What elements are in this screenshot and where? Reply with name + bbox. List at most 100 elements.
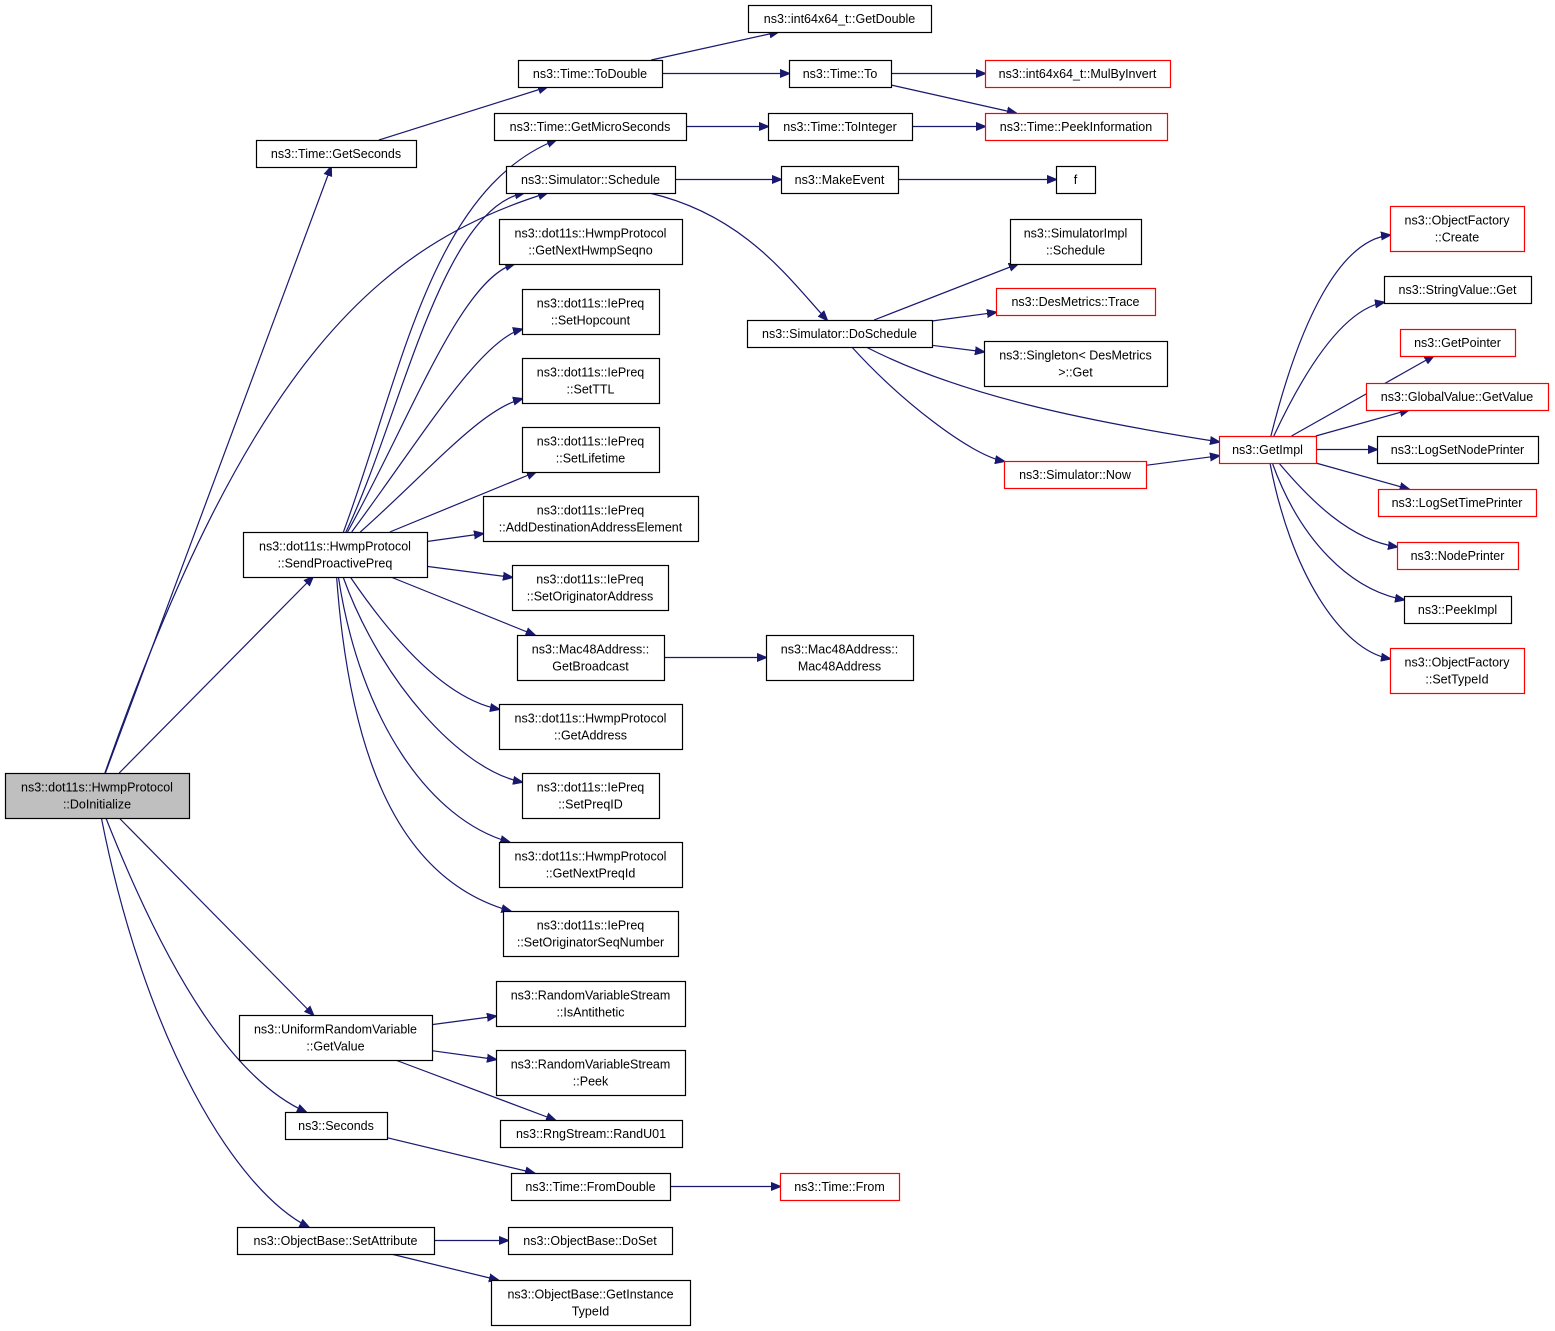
- node-getnexthwmpseqno[interactable]: ns3::dot11s::HwmpProtocol::GetNextHwmpSe…: [498, 218, 684, 266]
- node-box[interactable]: [788, 59, 893, 89]
- node-box[interactable]: [1389, 647, 1526, 695]
- node-box[interactable]: [517, 59, 664, 89]
- node-logsettimeprinter[interactable]: ns3::LogSetTimePrinter: [1377, 488, 1538, 518]
- node-mac48address[interactable]: ns3::Mac48Address::Mac48Address: [765, 634, 915, 682]
- node-now[interactable]: ns3::Simulator::Now: [1003, 460, 1148, 490]
- node-singletonget[interactable]: ns3::Singleton< DesMetrics >::Get: [983, 340, 1169, 388]
- node-box[interactable]: [780, 165, 900, 195]
- node-box[interactable]: [4, 772, 191, 820]
- node-box[interactable]: [767, 112, 914, 142]
- node-setttl[interactable]: ns3::dot11s::IePreq::SetTTL: [521, 357, 661, 405]
- node-setpreqid[interactable]: ns3::dot11s::IePreq::SetPreqID: [521, 772, 661, 820]
- node-peekimpl[interactable]: ns3::PeekImpl: [1403, 595, 1513, 625]
- node-box[interactable]: [1009, 218, 1143, 266]
- node-root[interactable]: ns3::dot11s::HwmpProtocol::DoInitialize: [4, 772, 191, 820]
- node-box[interactable]: [521, 426, 661, 474]
- node-box[interactable]: [493, 112, 688, 142]
- node-getpointer[interactable]: ns3::GetPointer: [1399, 328, 1517, 358]
- node-box[interactable]: [765, 634, 915, 682]
- node-box[interactable]: [1383, 275, 1533, 305]
- node-stringvalueget[interactable]: ns3::StringValue::Get: [1383, 275, 1533, 305]
- node-box[interactable]: [1055, 165, 1097, 195]
- node-setlifetime[interactable]: ns3::dot11s::IePreq::SetLifetime: [521, 426, 661, 474]
- node-box[interactable]: [779, 1172, 901, 1202]
- node-setorigaddr[interactable]: ns3::dot11s::IePreq::SetOriginatorAddres…: [511, 564, 670, 612]
- node-box[interactable]: [238, 1014, 434, 1062]
- node-urvgetvalue[interactable]: ns3::UniformRandomVariable::GetValue: [238, 1014, 434, 1062]
- node-box[interactable]: [521, 288, 661, 336]
- node-box[interactable]: [1003, 460, 1148, 490]
- node-fromdouble[interactable]: ns3::Time::FromDouble: [510, 1172, 672, 1202]
- node-randu01[interactable]: ns3::RngStream::RandU01: [499, 1119, 684, 1149]
- node-box[interactable]: [502, 910, 680, 958]
- node-box[interactable]: [499, 1119, 684, 1149]
- node-getdouble[interactable]: ns3::int64x64_t::GetDouble: [747, 4, 933, 34]
- node-adddest[interactable]: ns3::dot11s::IePreq::AddDestinationAddre…: [482, 495, 700, 543]
- node-todouble[interactable]: ns3::Time::ToDouble: [517, 59, 664, 89]
- node-getbroadcast[interactable]: ns3::Mac48Address::GetBroadcast: [516, 634, 666, 682]
- node-box[interactable]: [516, 634, 666, 682]
- node-mulbyinvert[interactable]: ns3::int64x64_t::MulByInvert: [984, 59, 1172, 89]
- node-box[interactable]: [747, 4, 933, 34]
- node-isantithetic[interactable]: ns3::RandomVariableStream::IsAntithetic: [495, 980, 687, 1028]
- node-box[interactable]: [498, 218, 684, 266]
- node-peekinformation[interactable]: ns3::Time::PeekInformation: [984, 112, 1169, 142]
- node-globalvalueget[interactable]: ns3::GlobalValue::GetValue: [1365, 382, 1550, 412]
- node-f[interactable]: f: [1055, 165, 1097, 195]
- node-setattribute[interactable]: ns3::ObjectBase::SetAttribute: [236, 1226, 436, 1256]
- node-box[interactable]: [983, 340, 1169, 388]
- node-box[interactable]: [995, 287, 1157, 317]
- node-box[interactable]: [498, 841, 684, 889]
- node-box[interactable]: [498, 703, 684, 751]
- node-box[interactable]: [255, 139, 418, 169]
- node-simimplschedule[interactable]: ns3::SimulatorImpl::Schedule: [1009, 218, 1143, 266]
- node-box[interactable]: [521, 772, 661, 820]
- node-box[interactable]: [1399, 328, 1517, 358]
- node-box[interactable]: [984, 112, 1169, 142]
- node-box[interactable]: [1403, 595, 1513, 625]
- node-box[interactable]: [482, 495, 700, 543]
- node-sethopcount[interactable]: ns3::dot11s::IePreq::SetHopcount: [521, 288, 661, 336]
- node-makeevent[interactable]: ns3::MakeEvent: [780, 165, 900, 195]
- node-seconds[interactable]: ns3::Seconds: [284, 1111, 389, 1141]
- node-timefrom[interactable]: ns3::Time::From: [779, 1172, 901, 1202]
- node-box[interactable]: [1396, 541, 1520, 571]
- node-doschedule[interactable]: ns3::Simulator::DoSchedule: [746, 319, 934, 349]
- node-rvspeek[interactable]: ns3::RandomVariableStream::Peek: [495, 1049, 687, 1097]
- node-to[interactable]: ns3::Time::To: [788, 59, 893, 89]
- node-nodeprinter[interactable]: ns3::NodePrinter: [1396, 541, 1520, 571]
- node-box[interactable]: [511, 564, 670, 612]
- node-box[interactable]: [1377, 488, 1538, 518]
- node-getseconds[interactable]: ns3::Time::GetSeconds: [255, 139, 418, 169]
- node-setorigseq[interactable]: ns3::dot11s::IePreq::SetOriginatorSeqNum…: [502, 910, 680, 958]
- node-box[interactable]: [1365, 382, 1550, 412]
- node-getaddress[interactable]: ns3::dot11s::HwmpProtocol::GetAddress: [498, 703, 684, 751]
- node-ofsettypeid[interactable]: ns3::ObjectFactory::SetTypeId: [1389, 647, 1526, 695]
- node-box[interactable]: [1218, 435, 1318, 465]
- node-box[interactable]: [984, 59, 1172, 89]
- node-tointeger[interactable]: ns3::Time::ToInteger: [767, 112, 914, 142]
- node-box[interactable]: [1389, 205, 1526, 253]
- node-box[interactable]: [495, 1049, 687, 1097]
- node-box[interactable]: [510, 1172, 672, 1202]
- node-getimpl[interactable]: ns3::GetImpl: [1218, 435, 1318, 465]
- node-desmetricstrace[interactable]: ns3::DesMetrics::Trace: [995, 287, 1157, 317]
- node-schedule[interactable]: ns3::Simulator::Schedule: [505, 165, 677, 195]
- node-getnextpreqid[interactable]: ns3::dot11s::HwmpProtocol::GetNextPreqId: [498, 841, 684, 889]
- node-box[interactable]: [236, 1226, 436, 1256]
- node-box[interactable]: [1376, 435, 1540, 465]
- node-box[interactable]: [490, 1279, 692, 1327]
- node-box[interactable]: [242, 531, 429, 579]
- node-doset[interactable]: ns3::ObjectBase::DoSet: [507, 1226, 674, 1256]
- node-box[interactable]: [746, 319, 934, 349]
- node-getmicroseconds[interactable]: ns3::Time::GetMicroSeconds: [493, 112, 688, 142]
- node-box[interactable]: [505, 165, 677, 195]
- node-box[interactable]: [495, 980, 687, 1028]
- node-ofcreate[interactable]: ns3::ObjectFactory::Create: [1389, 205, 1526, 253]
- node-sendproactive[interactable]: ns3::dot11s::HwmpProtocol::SendProactive…: [242, 531, 429, 579]
- node-logsetnodeprinter[interactable]: ns3::LogSetNodePrinter: [1376, 435, 1540, 465]
- node-box[interactable]: [507, 1226, 674, 1256]
- node-box[interactable]: [521, 357, 661, 405]
- node-box[interactable]: [284, 1111, 389, 1141]
